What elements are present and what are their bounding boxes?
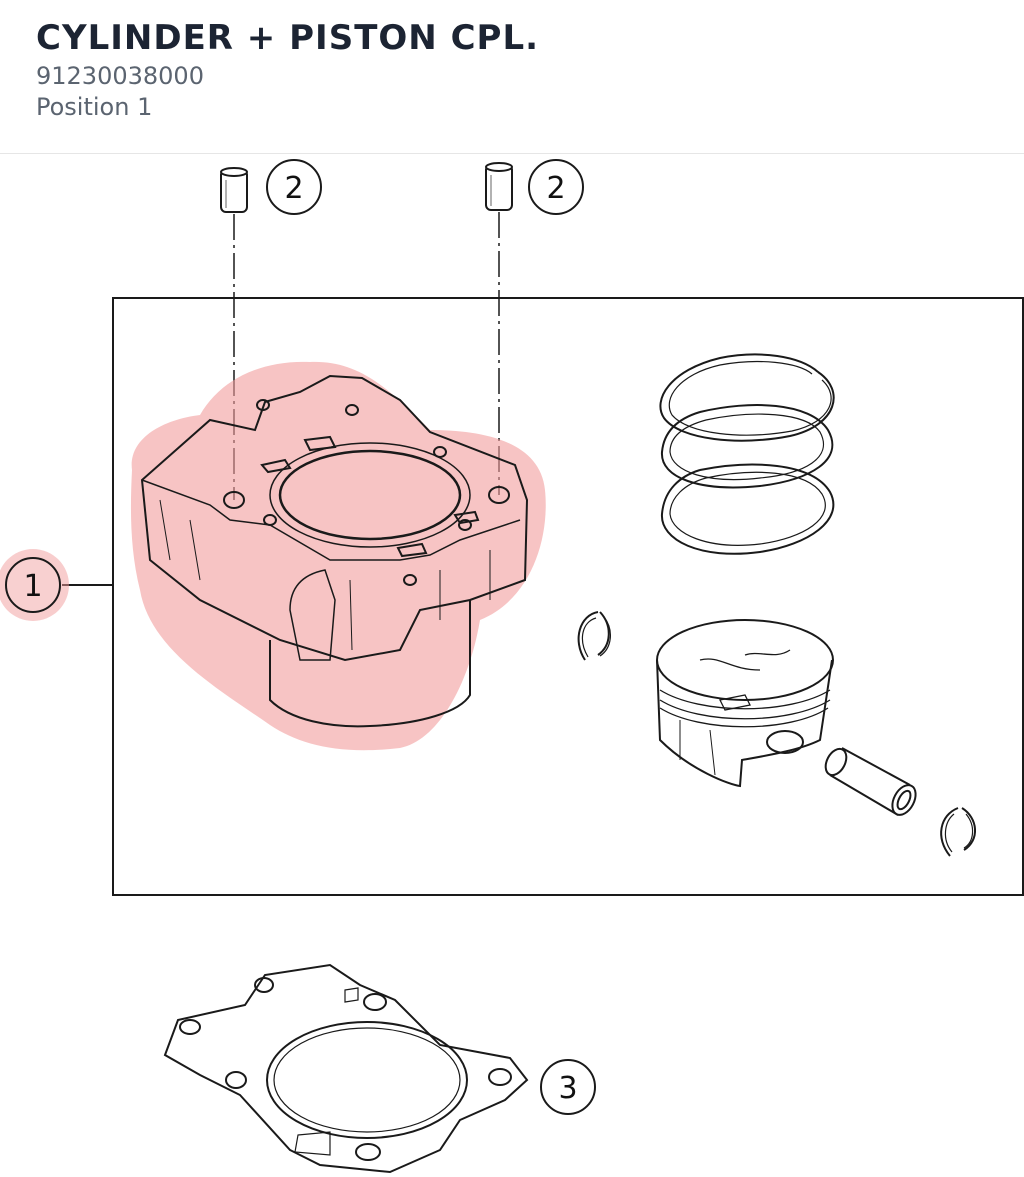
cylinder-base-gasket[interactable] [163, 963, 529, 1174]
callout-2b[interactable]: 2 [528, 159, 584, 215]
circlip-left[interactable] [577, 611, 611, 661]
cylinder-part[interactable] [130, 361, 546, 751]
piston-pin[interactable] [821, 745, 920, 818]
callout-3[interactable]: 3 [540, 1059, 596, 1115]
dowel-pin-right[interactable] [485, 162, 513, 211]
cylinder-highlight [130, 361, 546, 751]
piston-rings[interactable] [659, 353, 835, 555]
callout-3-label: 3 [558, 1071, 577, 1106]
part-header: CYLINDER + PISTON CPL. 91230038000 Posit… [0, 0, 1024, 154]
dowel-pin-left[interactable] [220, 167, 248, 213]
part-number: 91230038000 [36, 62, 204, 90]
callout-1[interactable]: 1 [0, 549, 69, 621]
assembly-frame [112, 297, 1024, 896]
callout-2a-label: 2 [284, 171, 303, 206]
callout-2b-label: 2 [546, 171, 565, 206]
callout-2a[interactable]: 2 [266, 159, 322, 215]
part-position: Position 1 [36, 93, 153, 121]
exploded-parts-diagram: 1 2 2 3 [0, 153, 1024, 1177]
callout-1-label: 1 [23, 569, 42, 604]
part-title: CYLINDER + PISTON CPL. [36, 18, 540, 58]
piston[interactable] [656, 619, 834, 788]
circlip-right[interactable] [940, 807, 976, 857]
